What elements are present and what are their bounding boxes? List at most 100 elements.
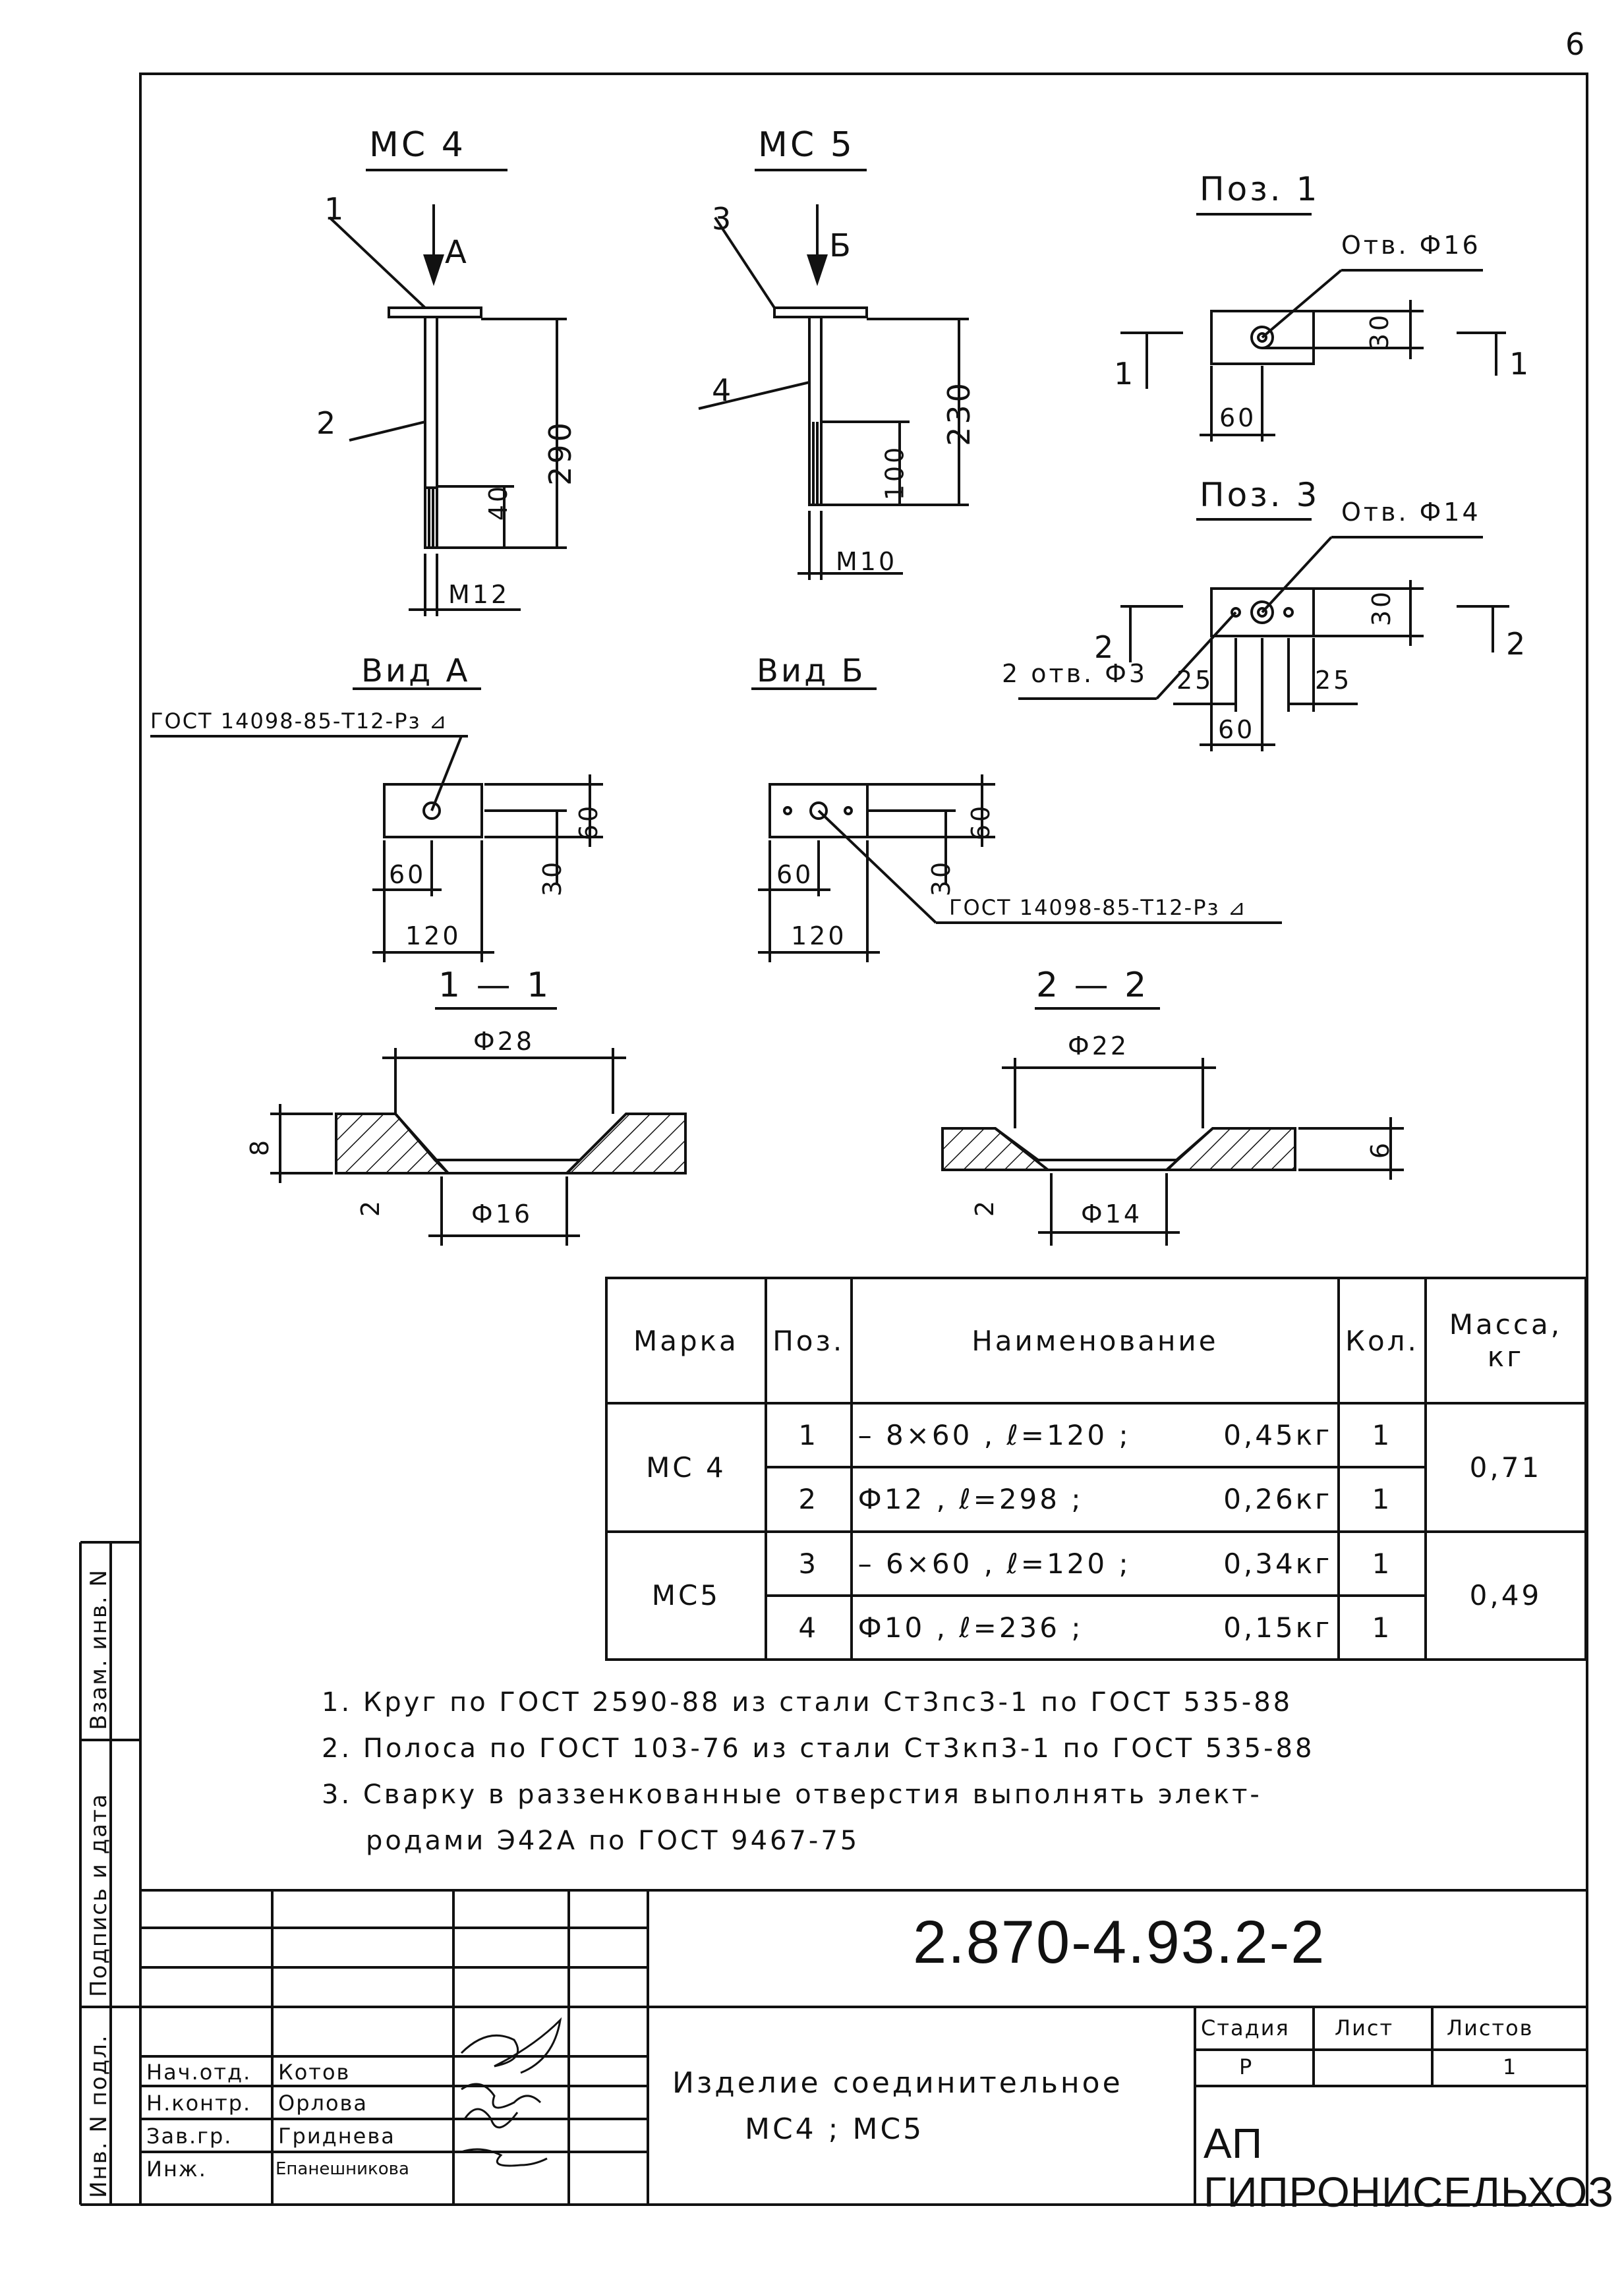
hole16-label: Отв. Ф16: [1341, 231, 1481, 260]
cell-mass: 0,71: [1424, 1402, 1588, 1533]
staff-role: Инж.: [146, 2157, 207, 2182]
dim-vid-a-120: 120: [405, 921, 461, 950]
cut2-right-label: 2: [1506, 626, 1528, 662]
note-3: 3. Сварку в раззенкованные отверстия вып…: [322, 1780, 1262, 1810]
poz1-title: Поз. 1: [1200, 170, 1320, 208]
weld-note-b: ГОСТ 14098-85-Т12-Рз ⊿: [949, 895, 1247, 920]
table-row: МС5 3 – 6×60 , ℓ=120 ;0,34кг 1 0,49: [605, 1530, 1588, 1661]
sheet-frame: [139, 72, 1588, 2206]
side-stamp-inv-vzam: Взам. инв. N: [86, 1569, 112, 1730]
dim-vid-b-120: 120: [791, 921, 847, 950]
mc4-plate: [388, 306, 482, 318]
dim-vid-a-60: 60: [574, 803, 604, 841]
mc5-plate: [773, 306, 868, 318]
sheets-value: 1: [1503, 2054, 1518, 2079]
staff-role: Зав.гр.: [146, 2124, 233, 2149]
organization-name: АП ГИПРОНИСЕЛЬХОЗ: [1204, 2120, 1614, 2216]
dim-s1-d28: Ф28: [473, 1027, 535, 1056]
document-code: 2.870-4.93.2-2: [913, 1909, 1326, 1976]
cell-qty: 1: [1337, 1530, 1427, 1597]
dim-vid-b-60: 60: [966, 803, 996, 841]
sheet-label: Лист: [1335, 2015, 1394, 2041]
holes3-label: 2 отв. Ф3: [1002, 659, 1148, 688]
staff-role: Нач.отд.: [146, 2060, 252, 2085]
side-stamp-inv-podl: Инв. N подл.: [86, 2034, 112, 2198]
mc4-rod: [424, 316, 438, 549]
dim-vid-b-30: 30: [927, 859, 956, 897]
dim-s2-6: 6: [1366, 1140, 1395, 1159]
cell-pos: 2: [764, 1466, 853, 1533]
staff-name: Орлова: [278, 2091, 368, 2116]
dim-s1-2: 2: [356, 1198, 386, 1217]
section-2-title: 2 — 2: [1036, 966, 1149, 1005]
stage-value: Р: [1239, 2054, 1254, 2079]
mc4-title: МС 4: [369, 125, 466, 165]
cell-mark: МС5: [605, 1530, 767, 1661]
header-pos: Поз.: [764, 1277, 853, 1405]
cell-name: – 8×60 , ℓ=120 ;0,45кг: [850, 1401, 1341, 1469]
dim-mc4-40: 40: [484, 483, 513, 521]
table-row: МС 4 1 – 8×60 , ℓ=120 ;0,45кг 1 0,71: [605, 1401, 1588, 1533]
cell-name: – 6×60 , ℓ=120 ;0,34кг: [850, 1530, 1341, 1597]
note-3-continuation: родами Э42А по ГОСТ 9467-75: [366, 1826, 860, 1856]
cell-qty: 1: [1337, 1401, 1427, 1469]
cut1-left-label: 1: [1114, 356, 1136, 391]
staff-role: Н.контр.: [146, 2091, 252, 2116]
cell-qty: 1: [1337, 1594, 1427, 1662]
specification-table: Марка Поз. Наименование Кол. Масса, кг М…: [605, 1277, 1588, 1662]
cut2-left-label: 2: [1094, 629, 1116, 665]
vid-b-title: Вид Б: [757, 652, 866, 689]
mc5-title: МС 5: [758, 125, 855, 165]
dim-poz3-25b: 25: [1315, 666, 1352, 695]
header-mass: Масса, кг: [1424, 1277, 1588, 1405]
note-1: 1. Круг по ГОСТ 2590-88 из стали Ст3пс3-…: [322, 1687, 1293, 1718]
dim-mc4-290: 290: [542, 420, 578, 486]
header-mark: Марка: [605, 1277, 767, 1405]
signatures: [460, 2017, 562, 2167]
dim-s2-d22: Ф22: [1068, 1031, 1130, 1060]
staff-name: Котов: [278, 2060, 351, 2085]
cell-mark: МС 4: [605, 1402, 767, 1533]
dim-mc5-100: 100: [880, 444, 910, 501]
staff-name: Гриднева: [278, 2124, 395, 2149]
cell-pos: 1: [764, 1401, 853, 1469]
vid-a-plate: [383, 783, 483, 838]
note-2: 2. Полоса по ГОСТ 103-76 из стали Ст3кп3…: [322, 1733, 1315, 1764]
poz3-title: Поз. 3: [1200, 476, 1320, 514]
cell-name: Ф12 , ℓ=298 ;0,26кг: [850, 1466, 1341, 1533]
dim-vid-a-30: 30: [538, 859, 567, 897]
mc5-pos3-callout: 3: [712, 201, 734, 237]
dim-s1-d16: Ф16: [471, 1200, 533, 1229]
dim-mc4-m12: М12: [448, 580, 510, 609]
dim-s2-d14: Ф14: [1081, 1200, 1143, 1229]
dim-vid-b-60-horizontal: 60: [776, 860, 814, 889]
table-row: 2 Ф12 , ℓ=298 ;0,26кг 1: [606, 1466, 1586, 1533]
poz1-plate: [1210, 310, 1315, 365]
header-name: Наименование: [850, 1277, 1341, 1405]
staff-name: Епанешникова: [276, 2159, 409, 2179]
mc5-view-arrow-label: Б: [829, 227, 854, 264]
weld-note-a: ГОСТ 14098-85-Т12-Рз ⊿: [150, 709, 448, 734]
dim-mc5-230: 230: [941, 380, 977, 446]
mc4-pos1-callout: 1: [324, 191, 347, 227]
cell-pos: 3: [764, 1530, 853, 1597]
dim-poz1-30: 30: [1365, 312, 1395, 350]
dim-poz3-30: 30: [1367, 589, 1397, 627]
mc4-pos2-callout: 2: [316, 405, 339, 441]
dim-vid-a-60-horizontal: 60: [389, 860, 426, 889]
cell-name: Ф10 , ℓ=236 ;0,15кг: [850, 1594, 1341, 1662]
product-name-line2: МС4 ; МС5: [745, 2112, 925, 2146]
dim-s1-8: 8: [245, 1137, 275, 1157]
product-name-line1: Изделие соединительное: [672, 2066, 1123, 2100]
dim-poz3-25a: 25: [1176, 666, 1214, 695]
sheet-number: 6: [1565, 26, 1588, 62]
mc5-rod: [808, 316, 823, 506]
mc5-pos4-callout: 4: [712, 372, 734, 408]
hole14-label: Отв. Ф14: [1341, 498, 1481, 527]
side-stamp-podpis-data: Подпись и дата: [86, 1793, 112, 1997]
cell-qty: 1: [1337, 1466, 1427, 1533]
dim-s2-2: 2: [970, 1198, 1000, 1217]
sheets-label: Листов: [1447, 2015, 1534, 2041]
mc4-view-arrow-label: А: [445, 234, 469, 271]
